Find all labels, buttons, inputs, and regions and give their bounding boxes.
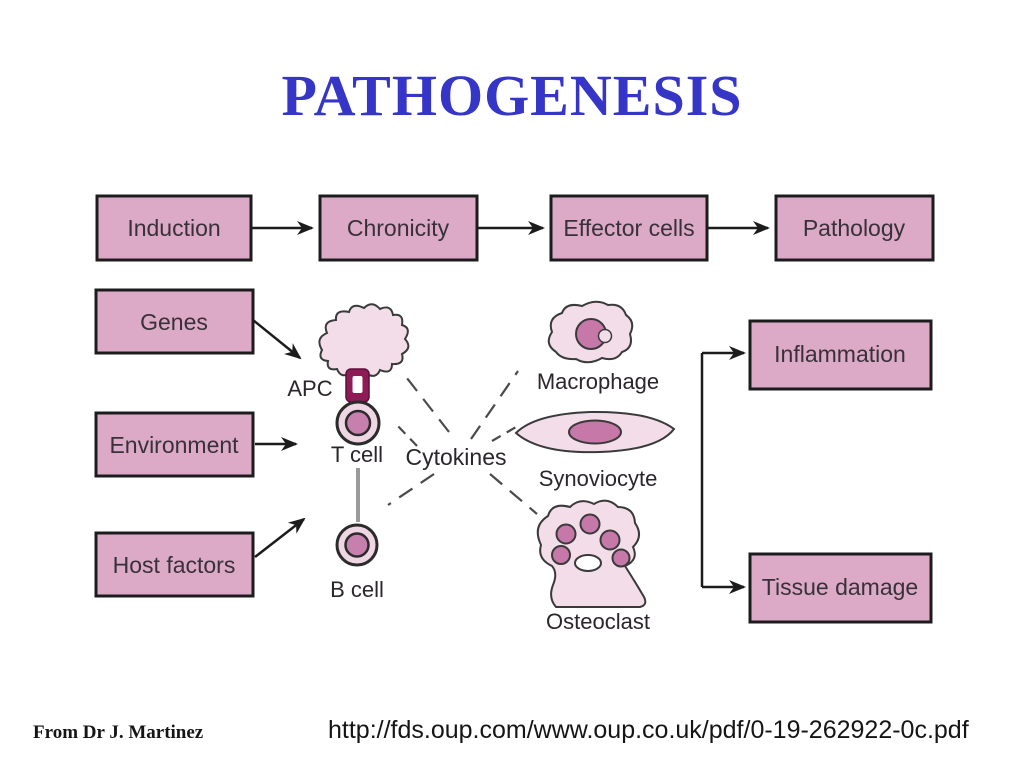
- outcome-box-tissue-damage-label: Tissue damage: [762, 574, 918, 600]
- input-box-genes: Genes: [94, 288, 255, 355]
- flow-box-chronicity: Chronicity: [318, 194, 479, 262]
- input-box-environment-label: Environment: [109, 432, 239, 458]
- b-cell-label: B cell: [330, 577, 384, 602]
- apc-cell-icon: [318, 303, 410, 379]
- b-cell-icon: [335, 523, 379, 567]
- credit-text: From Dr J. Martinez: [33, 722, 204, 743]
- synoviocyte-icon: [514, 410, 676, 454]
- apc-label: APC: [287, 376, 332, 401]
- source-url: http://fds.oup.com/www.oup.co.uk/pdf/0-1…: [328, 716, 969, 744]
- synoviocyte-label: Synoviocyte: [539, 466, 658, 491]
- input-box-host-factors-label: Host factors: [113, 552, 236, 578]
- tcr-receptor-icon: [345, 368, 370, 403]
- t-cell-label: T cell: [331, 442, 383, 467]
- arrow-genes-apc: [252, 319, 302, 360]
- cytokines-label: Cytokines: [406, 444, 507, 470]
- cytokine-ray-apc: [402, 372, 450, 433]
- cytokine-ray-tcell: [395, 423, 418, 447]
- flow-box-effector-cells-label: Effector cells: [563, 215, 694, 241]
- flow-box-chronicity-label: Chronicity: [347, 215, 450, 241]
- macrophage-icon: [547, 300, 634, 364]
- flow-box-pathology: Pathology: [774, 194, 935, 262]
- input-box-host-factors: Host factors: [94, 531, 255, 598]
- osteoclast-label: Osteoclast: [546, 609, 650, 634]
- flow-box-effector-cells: Effector cells: [549, 194, 709, 262]
- flow-box-induction: Induction: [95, 194, 253, 262]
- macrophage-label: Macrophage: [537, 369, 659, 394]
- cytokine-ray-bcell: [387, 473, 435, 506]
- input-box-environment: Environment: [94, 411, 255, 478]
- t-cell-icon: [335, 400, 381, 446]
- flow-box-induction-label: Induction: [127, 215, 220, 241]
- outcome-box-inflammation-label: Inflammation: [774, 341, 906, 367]
- cytokine-ray-macrophage: [470, 370, 519, 440]
- arrow-hostfactors-bcell: [254, 517, 306, 558]
- cytokine-ray-osteoclast: [489, 473, 538, 515]
- cytokine-ray-synoviocyte: [491, 426, 517, 442]
- outcome-box-inflammation: Inflammation: [748, 319, 933, 391]
- slide-title: PATHOGENESIS: [281, 63, 743, 128]
- osteoclast-icon: [536, 499, 647, 608]
- input-box-genes-label: Genes: [140, 309, 208, 335]
- flow-box-pathology-label: Pathology: [803, 215, 906, 241]
- outcome-box-tissue-damage: Tissue damage: [748, 552, 933, 624]
